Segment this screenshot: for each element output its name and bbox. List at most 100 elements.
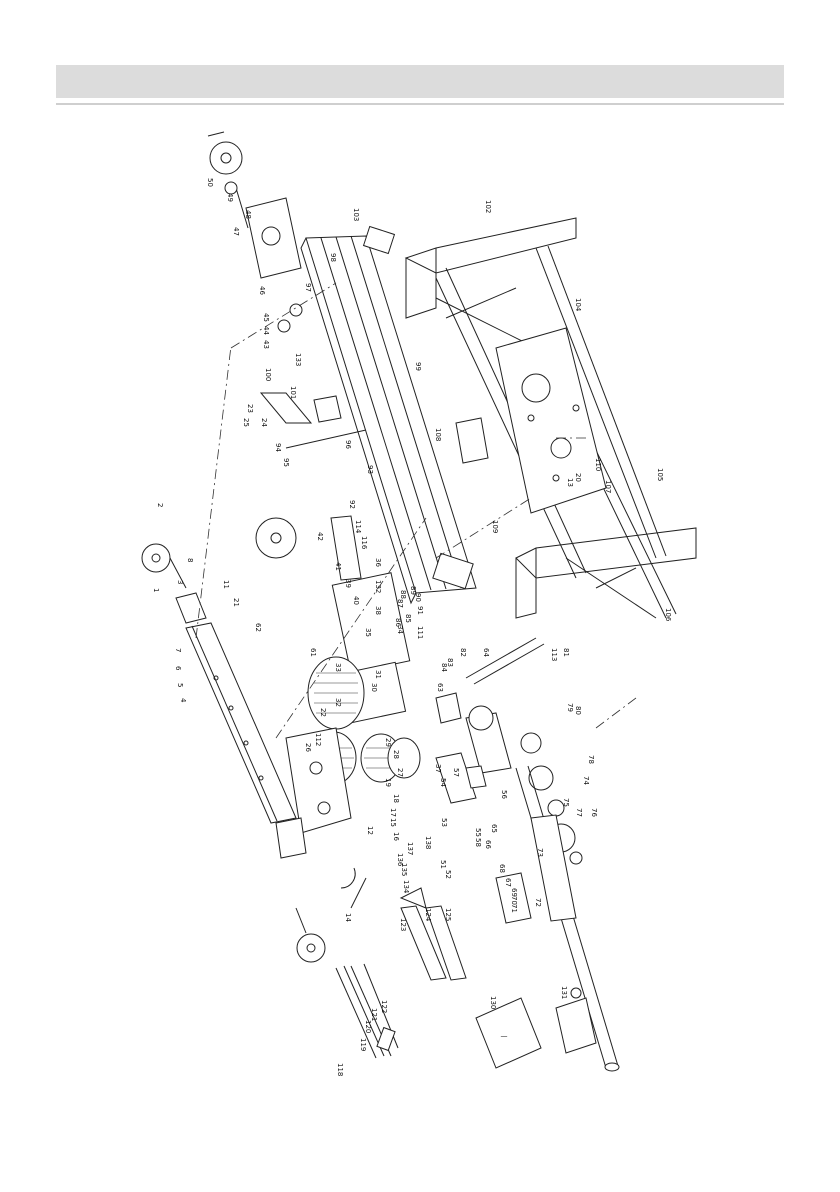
stand-frame xyxy=(404,217,697,619)
part-label-130: 130 xyxy=(489,996,497,1009)
part-label-116: 116 xyxy=(360,536,368,550)
part-label-136: 136 xyxy=(396,853,404,867)
part-label-25: 25 xyxy=(242,418,250,427)
part-label-112: 112 xyxy=(314,733,322,746)
centre-lines xyxy=(195,282,637,739)
part-label-18: 18 xyxy=(392,794,400,803)
part-label-40: 40 xyxy=(352,596,360,605)
part-label-30: 30 xyxy=(370,683,378,692)
part-label-72: 72 xyxy=(534,898,542,907)
part-label-91: 91 xyxy=(416,606,424,615)
part-label-39: 39 xyxy=(344,579,352,588)
booklet-mark: — xyxy=(501,1032,508,1040)
part-label-90: 90 xyxy=(414,593,422,602)
part-label-33: 33 xyxy=(334,663,342,672)
part-label-7: 7 xyxy=(174,648,182,652)
part-label-103: 103 xyxy=(352,208,360,221)
part-label-38: 38 xyxy=(374,606,382,615)
part-label-135: 135 xyxy=(400,863,408,876)
accessories: — xyxy=(335,692,597,1069)
part-label-85: 85 xyxy=(404,614,412,623)
part-label-49: 49 xyxy=(226,193,234,202)
part-label-42: 42 xyxy=(316,532,324,541)
part-label-6: 6 xyxy=(174,666,182,671)
part-label-50: 50 xyxy=(206,178,214,187)
part-label-89: 89 xyxy=(409,586,417,595)
part-label-93: 93 xyxy=(366,465,374,474)
part-label-4: 4 xyxy=(179,698,187,703)
part-label-69: 69 xyxy=(510,888,518,897)
part-label-65: 65 xyxy=(490,824,498,833)
part-label-5: 5 xyxy=(176,683,184,687)
part-label-31: 31 xyxy=(374,670,382,679)
part-label-28: 28 xyxy=(392,750,400,759)
part-label-97: 97 xyxy=(304,283,312,292)
part-label-70: 70 xyxy=(510,896,518,905)
part-label-17: 17 xyxy=(389,808,397,817)
part-label-14: 14 xyxy=(344,913,352,922)
part-label-45: 45 xyxy=(262,313,270,322)
part-label-107: 107 xyxy=(604,480,612,493)
part-label-86: 86 xyxy=(394,618,402,627)
part-label-83: 83 xyxy=(446,658,454,667)
part-label-104: 104 xyxy=(574,298,582,312)
part-label-35: 35 xyxy=(364,628,372,637)
part-label-24: 24 xyxy=(260,418,268,427)
tailstock-assembly xyxy=(207,131,303,333)
part-label-52: 52 xyxy=(444,870,452,879)
part-label-2: 2 xyxy=(156,503,164,507)
part-label-1: 1 xyxy=(152,588,160,592)
part-label-20: 20 xyxy=(574,473,582,482)
part-label-71: 71 xyxy=(510,904,518,913)
part-label-46: 46 xyxy=(258,286,266,295)
part-label-44: 44 xyxy=(262,326,270,335)
part-label-92: 92 xyxy=(348,500,356,509)
part-label-131: 131 xyxy=(560,986,568,999)
part-label-84: 84 xyxy=(440,663,448,672)
part-label-74: 74 xyxy=(582,776,590,785)
part-label-109: 109 xyxy=(491,520,499,533)
part-label-3: 3 xyxy=(176,580,184,584)
part-label-36: 36 xyxy=(374,558,382,567)
part-label-121: 121 xyxy=(370,1008,378,1021)
part-label-138: 138 xyxy=(424,836,432,849)
part-label-57: 57 xyxy=(452,768,460,777)
part-label-108: 108 xyxy=(434,428,442,441)
headstock-assembly xyxy=(255,515,421,834)
part-label-23: 23 xyxy=(246,404,254,413)
part-label-11: 11 xyxy=(222,580,230,589)
part-label-80: 80 xyxy=(574,706,582,715)
part-label-29: 29 xyxy=(384,738,392,747)
part-label-68: 68 xyxy=(498,864,506,873)
part-label-34: 34 xyxy=(396,625,404,634)
part-label-99: 99 xyxy=(414,362,422,371)
part-label-94: 94 xyxy=(274,443,282,452)
part-label-114: 114 xyxy=(354,520,362,534)
part-label-134: 134 xyxy=(402,880,410,894)
part-label-96: 96 xyxy=(344,440,352,449)
part-label-62: 62 xyxy=(254,623,262,632)
part-label-47: 47 xyxy=(232,227,240,236)
part-label-53: 53 xyxy=(440,818,448,827)
part-label-8: 8 xyxy=(186,558,194,562)
part-label-81: 81 xyxy=(562,648,570,657)
part-label-56: 56 xyxy=(500,790,508,799)
part-label-77: 77 xyxy=(575,808,583,817)
part-label-15: 15 xyxy=(389,818,397,827)
part-label-122: 122 xyxy=(380,1000,388,1013)
part-label-124: 124 xyxy=(424,908,432,922)
part-label-95: 95 xyxy=(282,458,290,467)
part-label-133: 133 xyxy=(294,353,302,366)
part-label-43: 43 xyxy=(262,340,270,349)
part-label-26: 26 xyxy=(304,743,312,752)
part-label-76: 76 xyxy=(590,808,598,817)
part-label-64: 64 xyxy=(482,648,490,657)
part-label-119: 119 xyxy=(359,1038,367,1051)
part-label-16: 16 xyxy=(392,832,400,841)
part-label-27: 27 xyxy=(396,768,404,777)
part-label-58: 58 xyxy=(474,838,482,847)
part-label-118: 118 xyxy=(336,1063,344,1076)
part-label-12: 12 xyxy=(366,826,374,835)
front-rail xyxy=(141,543,326,963)
